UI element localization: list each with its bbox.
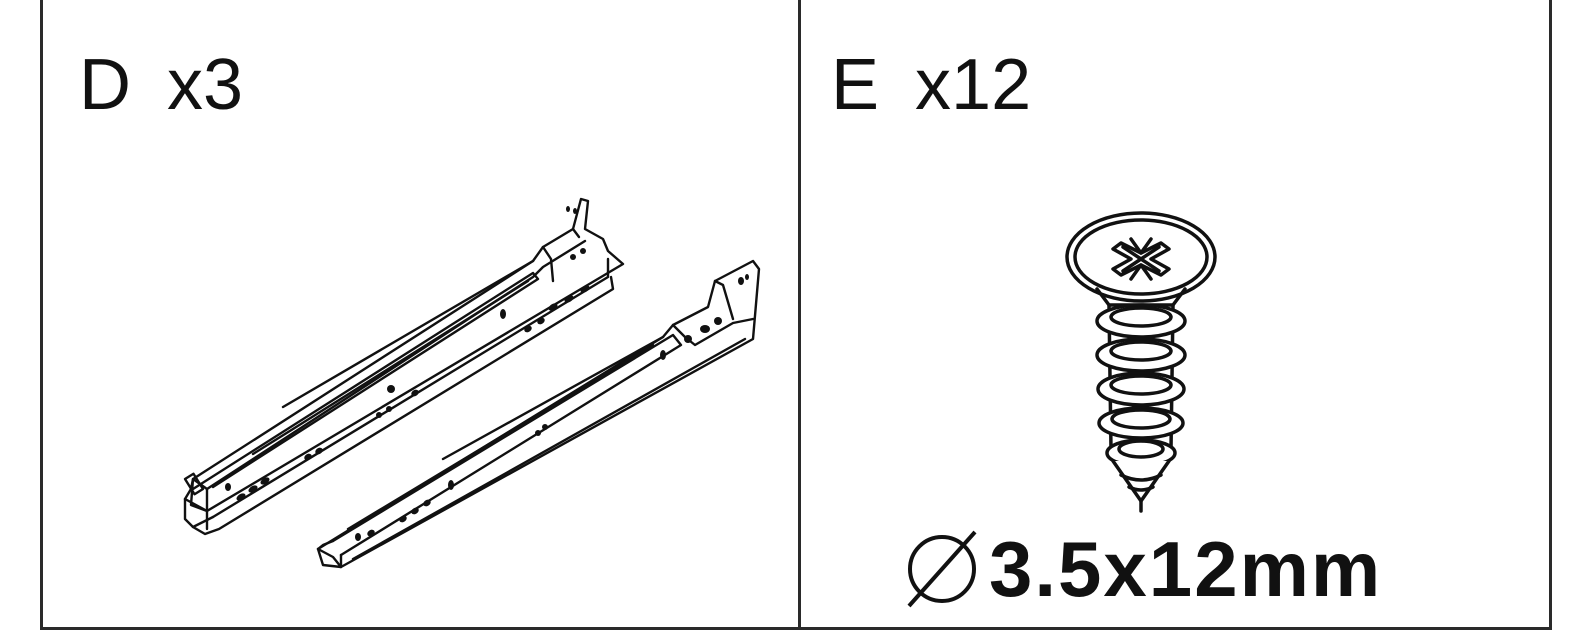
- part-letter: E: [831, 45, 880, 125]
- part-letter: D: [79, 45, 131, 125]
- drawer-slide-rails-icon: [183, 197, 761, 569]
- diameter-symbol-icon: [907, 530, 977, 608]
- screw-dimension: 3.5x12mm: [901, 525, 1382, 613]
- part-quantity: x3: [167, 45, 244, 125]
- countersunk-screw-icon: [1065, 211, 1217, 513]
- part-quantity: x12: [915, 45, 1032, 125]
- screw-size: 3.5x12mm: [989, 524, 1383, 613]
